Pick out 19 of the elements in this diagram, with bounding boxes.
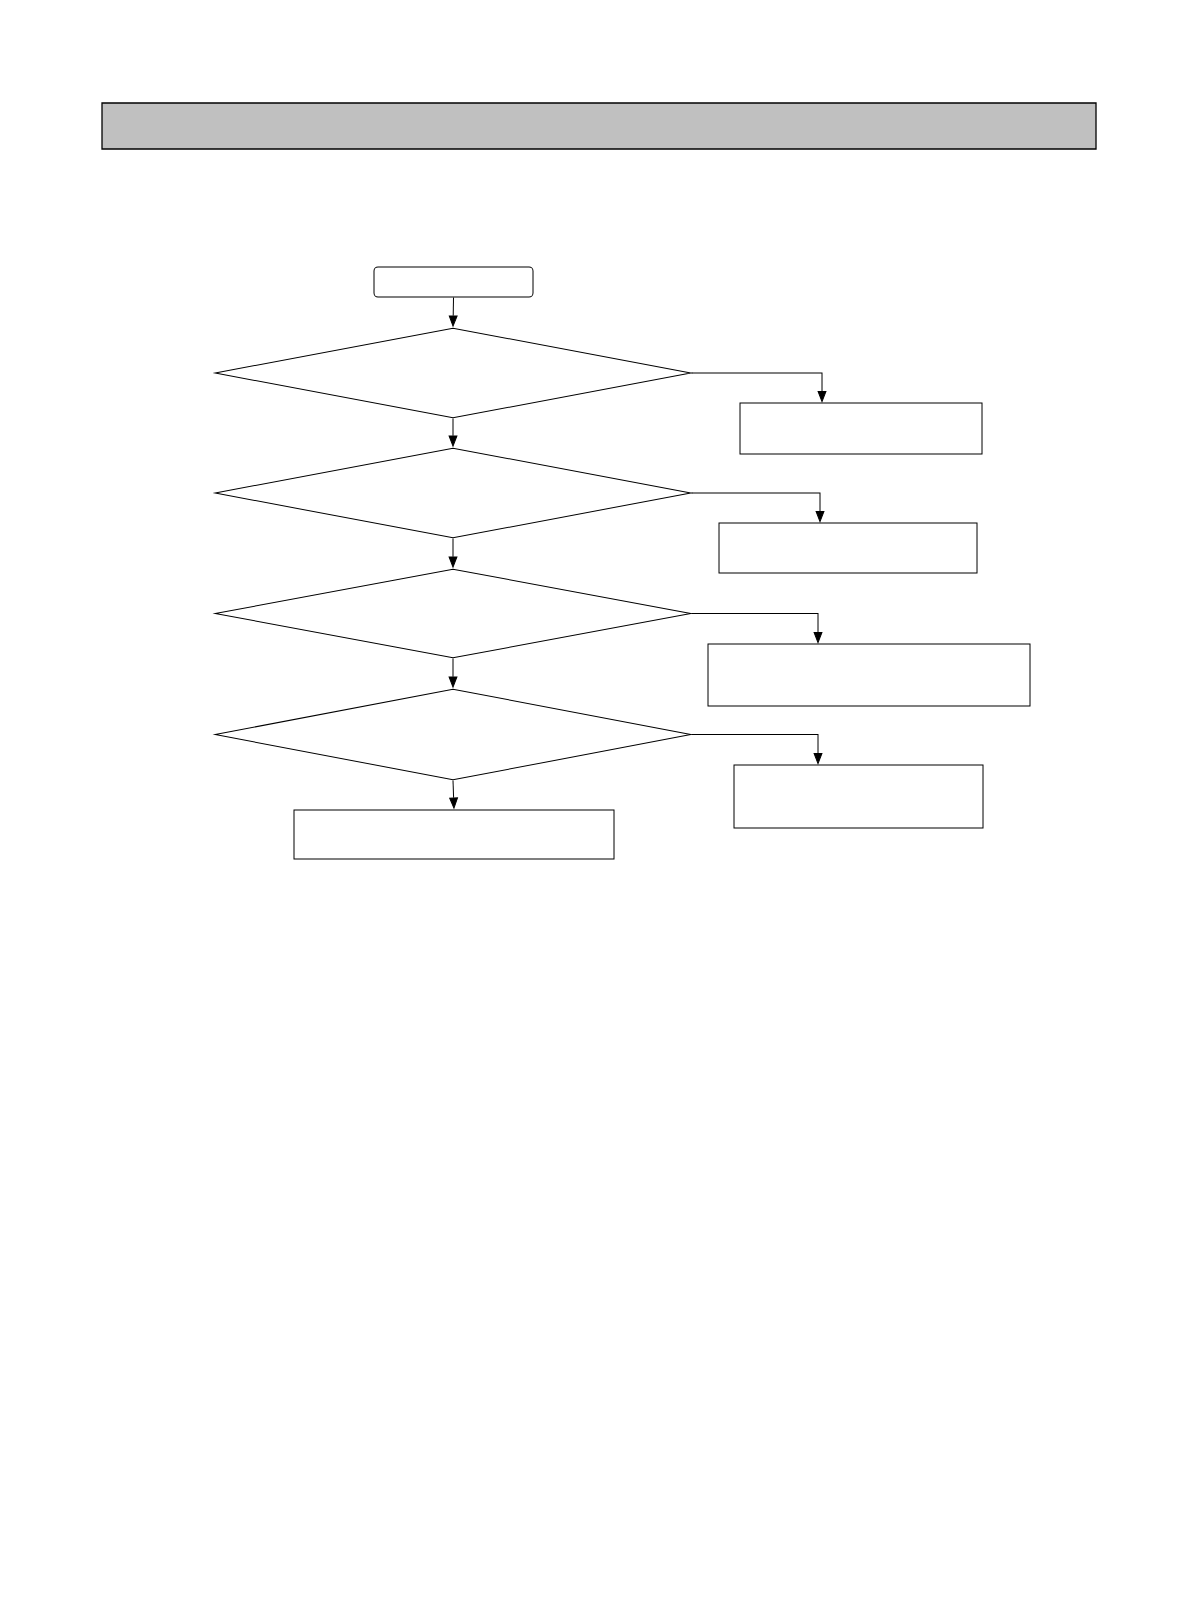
arrow xyxy=(691,734,823,765)
arrow xyxy=(448,297,458,327)
process-box xyxy=(733,764,984,829)
arrow xyxy=(691,492,825,523)
decision-diamond xyxy=(214,327,692,419)
arrow xyxy=(448,538,458,568)
arrow xyxy=(449,780,458,809)
process-box xyxy=(293,809,615,860)
process-box xyxy=(739,402,983,455)
start-box xyxy=(373,266,534,298)
process-box xyxy=(718,522,978,574)
arrow xyxy=(448,418,458,447)
process-box xyxy=(707,643,1031,707)
arrow xyxy=(691,613,823,644)
arrow xyxy=(691,372,827,403)
arrow xyxy=(448,658,458,688)
decision-diamond xyxy=(214,688,692,781)
decision-diamond xyxy=(214,568,692,659)
decision-diamond xyxy=(214,447,692,539)
